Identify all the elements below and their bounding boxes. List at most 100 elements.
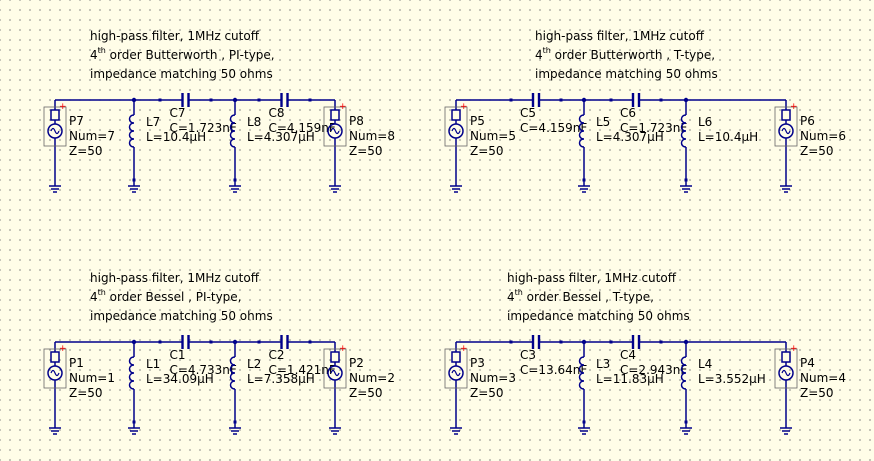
- capacitor[interactable]: C4C=2.943nF: [609, 335, 688, 377]
- sine-wave-icon: [781, 369, 791, 377]
- order-number: 4: [90, 290, 98, 304]
- inductor-value: L=10.4µH: [698, 130, 758, 144]
- inductor-coil: [578, 356, 585, 390]
- port-number: Num=7: [69, 129, 115, 143]
- inductor[interactable]: L3L=11.83µH: [578, 342, 664, 424]
- title-line-3: impedance matching 50 ohms: [90, 309, 273, 323]
- ground-symbol: [329, 422, 341, 435]
- inductor-label: L3: [596, 357, 610, 371]
- inductor[interactable]: L6L=10.4µH: [680, 100, 759, 182]
- inductor[interactable]: L5L=4.307µH: [578, 100, 664, 182]
- capacitor[interactable]: C2C=1.421nF: [257, 335, 336, 377]
- ground-symbol: [229, 180, 241, 193]
- capacitor[interactable]: C8C=4.159nF: [257, 93, 336, 135]
- ground-symbol: [49, 422, 61, 435]
- inductor[interactable]: L2L=7.358µH: [229, 342, 315, 424]
- pin-marker: [509, 98, 513, 102]
- title-line-2: 4th order Butterworth , T-type,: [535, 46, 715, 62]
- port-plus-icon: +: [59, 102, 67, 112]
- sine-wave-icon: [330, 369, 340, 377]
- ground-symbol: [128, 180, 140, 193]
- capacitor-label: C4: [620, 348, 636, 362]
- pin-marker: [559, 98, 563, 102]
- title-line-3: impedance matching 50 ohms: [507, 309, 690, 323]
- capacitor-label: C5: [520, 106, 536, 120]
- port-label: P5: [470, 114, 485, 128]
- title-line-2: 4th order Bessel , T-type,: [507, 288, 654, 304]
- order-number: 4: [90, 48, 98, 62]
- port-plus-icon: +: [790, 344, 798, 354]
- inductor-value: L=11.83µH: [596, 372, 664, 386]
- inductor-label: L4: [698, 357, 712, 371]
- port-label: P2: [349, 356, 364, 370]
- order-text: order Butterworth , PI-type,: [106, 48, 275, 62]
- pin-marker: [609, 98, 613, 102]
- inductor-coil: [578, 114, 585, 148]
- inductor-value: L=34.09µH: [146, 372, 214, 386]
- capacitor[interactable]: C5C=4.159nF: [509, 93, 588, 135]
- inductor-coil: [229, 114, 236, 148]
- capacitor-label: C2: [269, 348, 285, 362]
- capacitor[interactable]: C6C=1.723nF: [609, 93, 688, 135]
- inductor[interactable]: L4L=3.552µH: [680, 342, 766, 424]
- port-impedance: Z=50: [800, 144, 834, 158]
- inductor[interactable]: L7L=10.4µH: [128, 100, 207, 182]
- order-text: order Butterworth , T-type,: [551, 48, 715, 62]
- port-label: P7: [69, 114, 84, 128]
- port-plus-icon: +: [339, 344, 347, 354]
- port-resistor: [451, 351, 461, 363]
- pin-marker: [308, 340, 312, 344]
- ground-symbol: [49, 180, 61, 193]
- inductor[interactable]: L1L=34.09µH: [128, 342, 214, 424]
- port-plus-icon: +: [339, 102, 347, 112]
- inductor-coil: [229, 356, 236, 390]
- inductor-coil: [128, 114, 135, 148]
- capacitor-value: C=1.421nF: [269, 363, 336, 377]
- port-impedance: Z=50: [470, 144, 504, 158]
- capacitor[interactable]: C1C=4.733nF: [158, 335, 237, 377]
- capacitor[interactable]: C3C=13.64nF: [509, 335, 588, 377]
- capacitor-label: C7: [170, 106, 186, 120]
- inductor[interactable]: L8L=4.307µH: [229, 100, 315, 182]
- pin-marker: [509, 340, 513, 344]
- ground-symbol: [450, 422, 462, 435]
- capacitor[interactable]: C7C=1.723nF: [158, 93, 237, 135]
- port-number: Num=5: [470, 129, 516, 143]
- sine-wave-icon: [451, 369, 461, 377]
- port-number: Num=1: [69, 371, 115, 385]
- port-frame: [43, 348, 67, 389]
- port-frame: [774, 106, 798, 147]
- pin-marker: [158, 340, 162, 344]
- ground-symbol: [578, 422, 590, 435]
- port-number: Num=4: [800, 371, 846, 385]
- port-label: P3: [470, 356, 485, 370]
- port-resistor: [330, 351, 340, 363]
- title-line-2: 4th order Bessel , PI-type,: [90, 288, 242, 304]
- title-line-1: high-pass filter, 1MHz cutoff: [535, 29, 705, 43]
- inductor-coil: [680, 356, 687, 390]
- capacitor-value: C=2.943nF: [620, 363, 687, 377]
- order-superscript: th: [98, 288, 106, 297]
- inductor-value: L=10.4µH: [146, 130, 206, 144]
- capacitor-value: C=13.64nF: [520, 363, 587, 377]
- title-line-3: impedance matching 50 ohms: [535, 67, 718, 81]
- ground-symbol: [680, 180, 692, 193]
- pin-marker: [257, 340, 261, 344]
- capacitor-value: C=4.733nF: [170, 363, 237, 377]
- port-resistor: [781, 109, 791, 121]
- ground-symbol: [578, 180, 590, 193]
- port-label: P1: [69, 356, 84, 370]
